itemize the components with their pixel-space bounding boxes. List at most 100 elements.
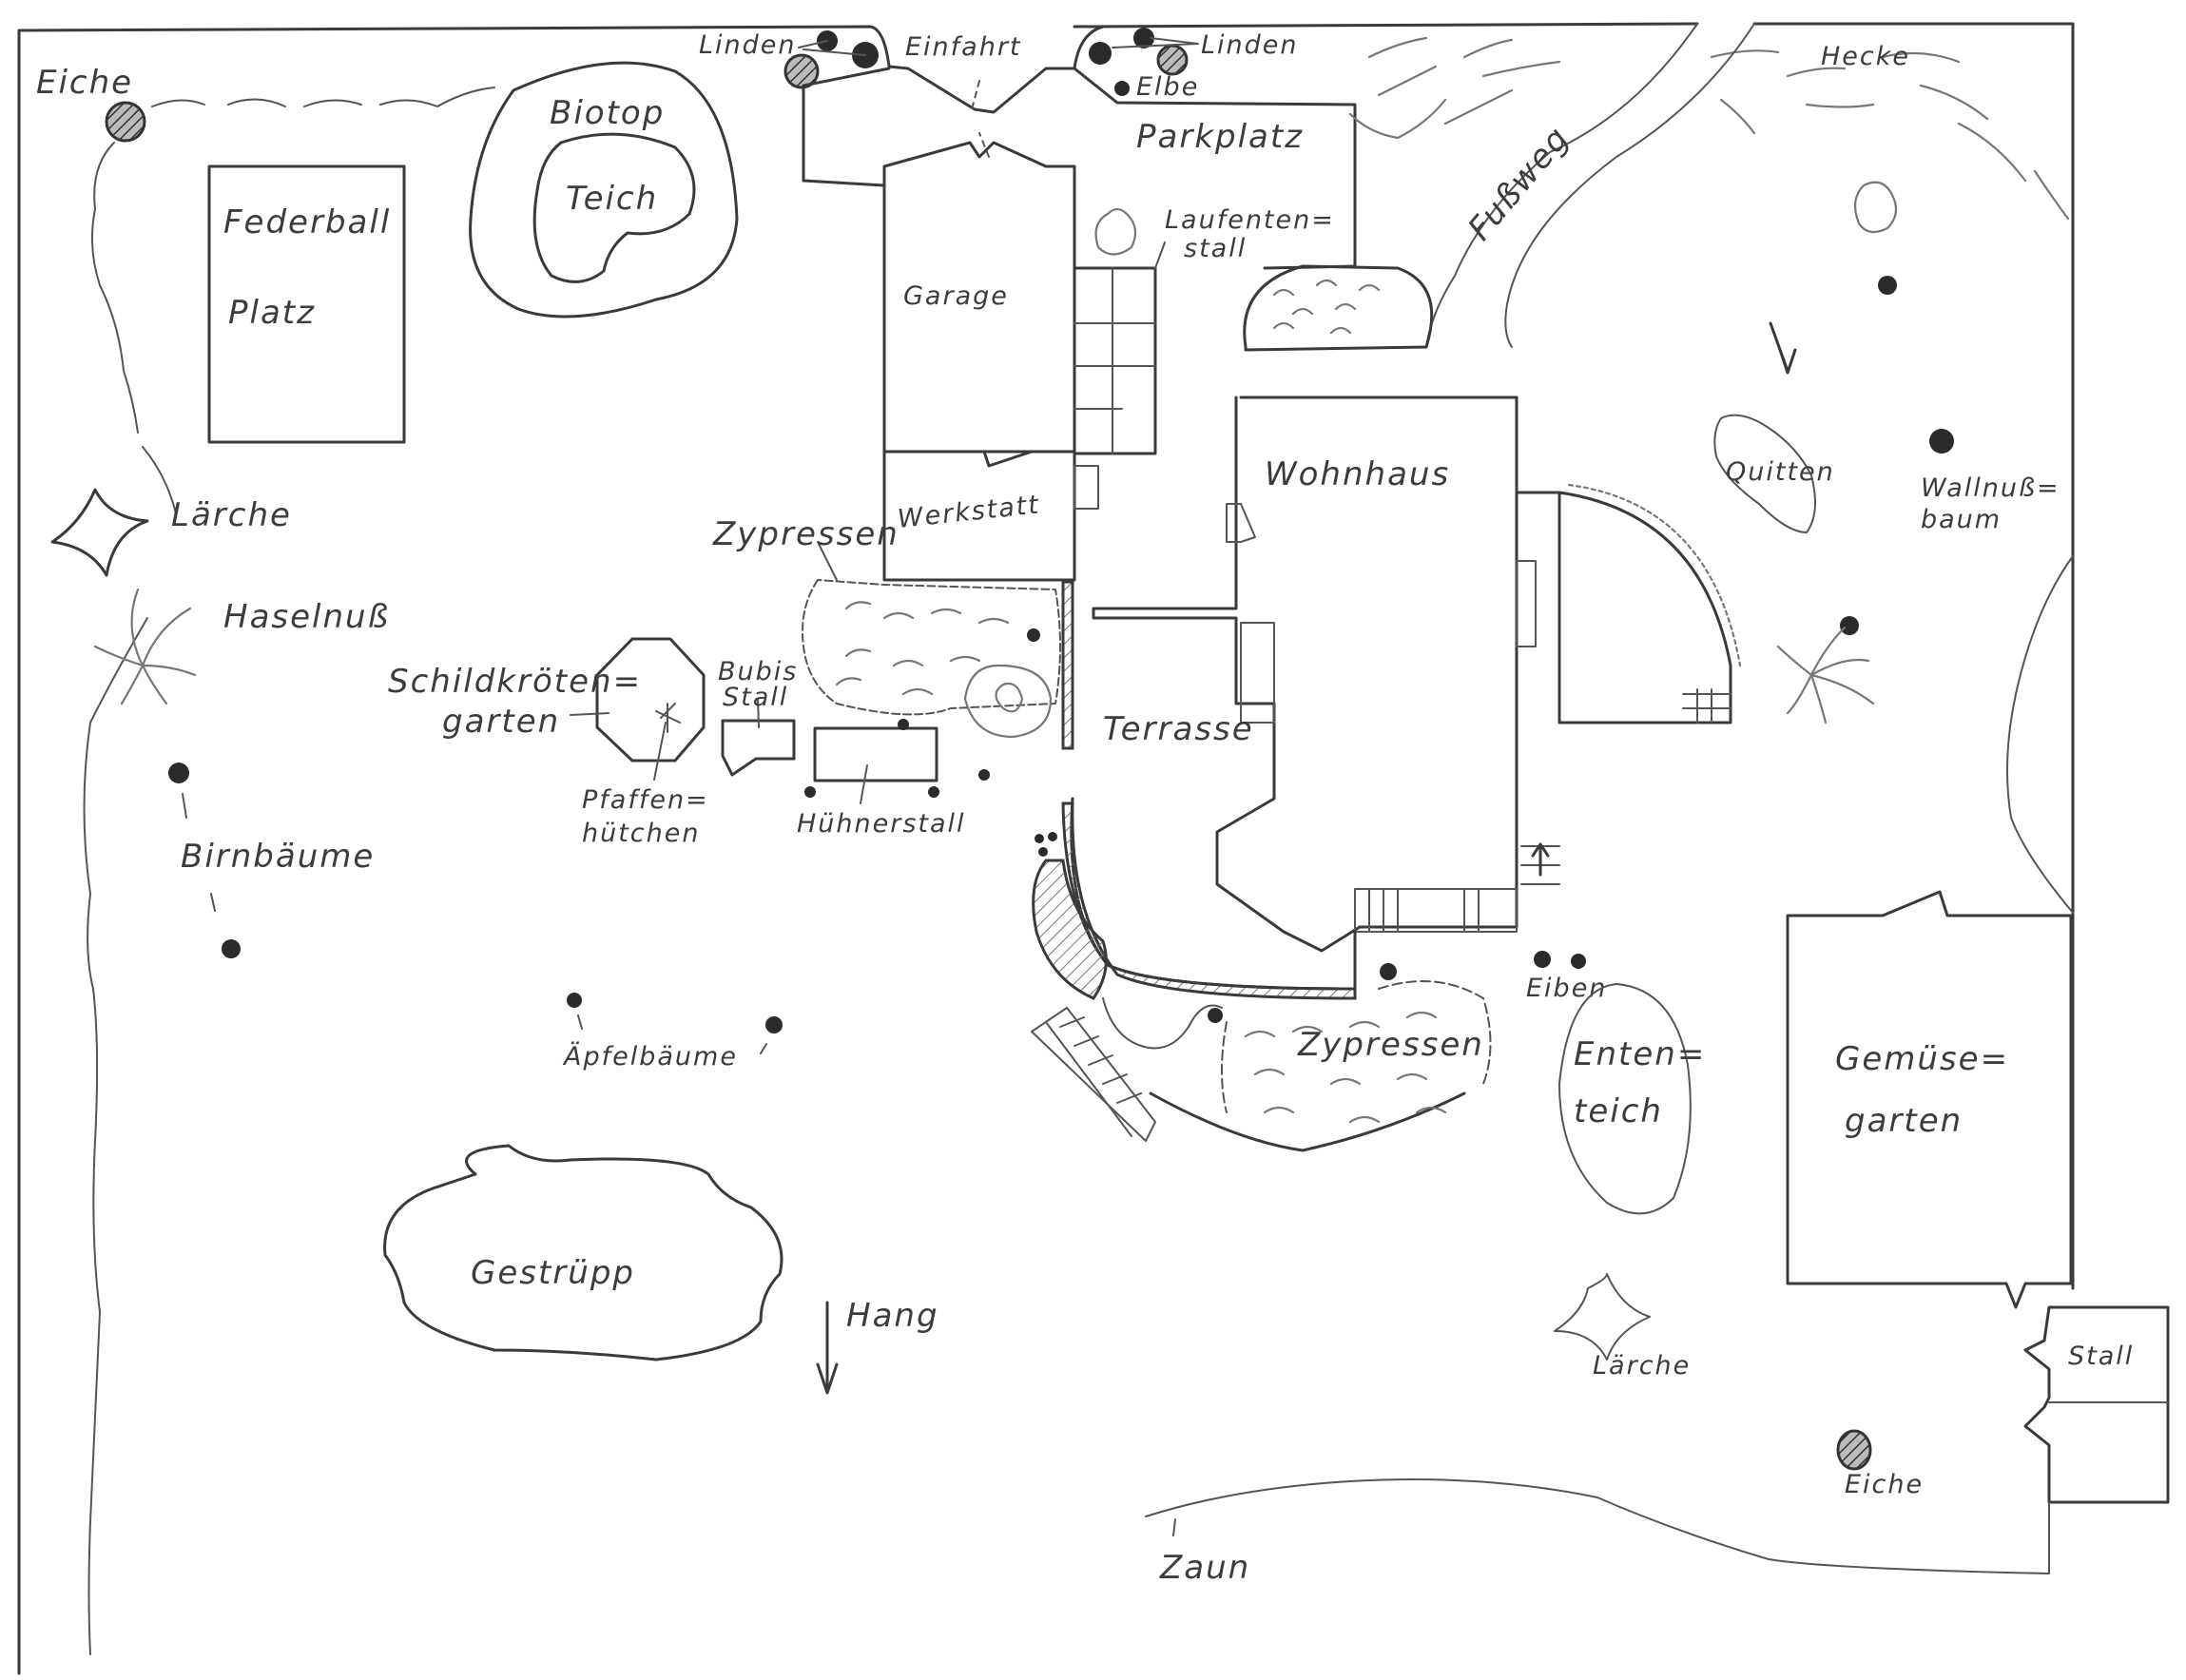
label-eiche-nw: Eiche (36, 64, 133, 102)
stable: Stall (2023, 1305, 2170, 1504)
oak-tree-northwest: Eiche (36, 64, 146, 143)
tree-icon (1027, 628, 1040, 642)
label-biotop: Biotop (550, 94, 665, 132)
larch-icon (50, 488, 149, 577)
label-gestruepp: Gestrüpp (471, 1254, 635, 1292)
chicken-coop: Hühnerstall (797, 719, 990, 839)
linden-trees-left: Linden (699, 30, 879, 89)
label-linden-right: Linden (1201, 30, 1299, 60)
spindle-tree-icon (655, 703, 681, 733)
label-platz: Platz (228, 294, 316, 332)
fence: Zaun (1145, 1478, 2050, 1587)
tree-icon (804, 786, 816, 798)
hazelnut: Haselnuß (93, 588, 390, 705)
label-laufentenstall-2: stall (1184, 234, 1247, 263)
tree-icon (1571, 954, 1586, 969)
label-ententeich-1: Enten= (1574, 1035, 1706, 1073)
workshop: Werkstatt (882, 450, 1099, 582)
label-pfaffen-2: hütchen (582, 819, 701, 848)
yew-tree-icon (1114, 81, 1130, 96)
duck-pond: Enten= teich (1558, 983, 1706, 1215)
oak-tree-icon (105, 101, 146, 143)
label-bubis-2: Stall (723, 683, 788, 712)
yew-trees: Eiben (1526, 951, 1607, 1003)
label-teich: Teich (566, 180, 658, 218)
label-huehnerstall: Hühnerstall (797, 809, 966, 839)
label-fussweg: Fußweg (1461, 119, 1577, 248)
oak-tree-southeast: Eiche (1836, 1429, 1924, 1499)
label-eiben: Eiben (1526, 974, 1607, 1003)
parking-area: Parkplatz (1073, 67, 1357, 270)
shrub-bed-southwest (1032, 832, 1108, 1000)
label-gemuese-1: Gemüse= (1835, 1040, 2009, 1078)
tree-icon (1534, 951, 1551, 968)
tree-icon (898, 719, 909, 730)
label-schildkroeten-2: garten (442, 703, 560, 741)
label-haselnuss: Haselnuß (223, 598, 390, 636)
pear-trees: Birnbäume (168, 763, 375, 958)
shrub-bed-north (1243, 264, 1434, 352)
walnut-tree: Wallnuß= baum (1921, 429, 2060, 534)
label-ententeich-2: teich (1574, 1092, 1663, 1130)
stairs-south (1031, 1007, 1156, 1142)
tree-icon (1038, 847, 1048, 857)
label-apfelbaeume: Äpfelbäume (562, 1041, 738, 1072)
label-zypressen-n: Zypressen (712, 515, 900, 553)
larch-south: Lärche (1554, 1273, 1691, 1381)
cypress-bed-south: Zypressen (1102, 963, 1492, 1152)
property-border (17, 22, 2075, 1675)
label-walnuss-2: baum (1921, 505, 2002, 534)
ornamental-grass-east (1776, 555, 2074, 914)
tree-icon (1840, 616, 1859, 635)
oak-tree-icon (1836, 1429, 1872, 1471)
label-parkplatz: Parkplatz (1136, 118, 1304, 156)
label-federball: Federball (223, 203, 391, 241)
terrace: Terrasse (1061, 580, 1357, 1000)
label-werkstatt: Werkstatt (896, 490, 1041, 534)
label-walnuss-1: Wallnuß= (1921, 473, 2060, 503)
label-terrasse: Terrasse (1103, 710, 1254, 748)
vegetable-garden: Gemüse= garten (1786, 890, 2073, 1309)
tree-icon (765, 1016, 783, 1033)
label-garage: Garage (903, 281, 1009, 311)
biotope: Biotop Teich (469, 61, 739, 319)
tree-icon (928, 786, 939, 798)
driveway: Einfahrt (802, 25, 1105, 187)
apple-trees: Äpfelbäume (562, 993, 783, 1072)
tree-icon (222, 939, 241, 958)
label-einfahrt: Einfahrt (905, 32, 1022, 62)
label-wohnhaus: Wohnhaus (1265, 455, 1450, 493)
label-linden-left: Linden (699, 30, 797, 60)
tree-icon (567, 993, 582, 1008)
tree-icon (1380, 963, 1397, 980)
label-laerche-w: Lärche (171, 496, 292, 534)
label-hecke: Hecke (1821, 42, 1910, 71)
footpath: Fußweg (1425, 23, 1755, 348)
label-schildkroeten-1: Schildkröten= (388, 663, 642, 701)
label-eiche-se: Eiche (1845, 1470, 1924, 1499)
label-bubis-1: Bubis (718, 657, 798, 686)
label-zypressen-s: Zypressen (1297, 1026, 1484, 1064)
tree-icon (1929, 429, 1954, 454)
label-stall: Stall (2068, 1342, 2134, 1371)
label-elbe: Elbe (1136, 72, 1199, 102)
slope-indicator: Hang (816, 1297, 938, 1395)
tree-icon (1133, 28, 1154, 48)
tree-icon (783, 53, 820, 89)
linden-trees-right: Linden Elbe (1089, 28, 1299, 102)
larch-west: Lärche (50, 488, 292, 577)
hedge-line-west (83, 142, 177, 1655)
running-duck-stall: Laufenten= stall (1073, 205, 1333, 455)
east-terrace (1515, 483, 1742, 724)
tree-icon (1035, 834, 1044, 843)
label-birnbaeume: Birnbäume (181, 838, 375, 876)
tree-icon (1089, 42, 1112, 65)
tree-icon (168, 763, 189, 783)
house-steps (1354, 842, 1560, 933)
quince-area: Quitten (1713, 181, 1898, 533)
label-laerche-s: Lärche (1593, 1351, 1691, 1381)
tortoise-garden: Schildkröten= garten Pfaffen= hütchen (388, 637, 707, 848)
garage: Garage (882, 141, 1076, 454)
badminton-court: Federball Platz (207, 164, 406, 444)
tree-icon (1208, 1008, 1223, 1023)
